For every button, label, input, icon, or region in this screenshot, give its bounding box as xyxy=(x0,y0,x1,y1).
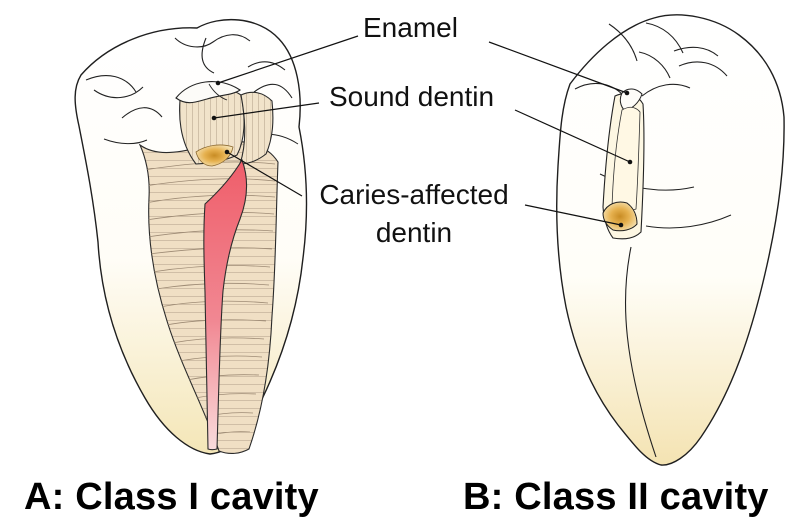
caries-affected-label-line-2: dentin xyxy=(307,218,521,248)
tooth-b xyxy=(557,15,784,465)
sound-dentin-dot-b xyxy=(628,160,633,165)
sound-dentin-dot-a xyxy=(212,116,217,121)
caries-dot-a xyxy=(225,150,230,155)
enamel-dot-a xyxy=(216,81,221,86)
caries-affected-label-line-1: Caries-affected xyxy=(307,180,521,210)
caption-a: A: Class I cavity xyxy=(24,477,319,517)
sound-dentin-label: Sound dentin xyxy=(329,82,494,112)
caries-dot-b xyxy=(619,223,624,228)
tooth-b-outline xyxy=(557,15,784,465)
enamel-dot-b xyxy=(625,91,630,96)
enamel-label: Enamel xyxy=(363,13,458,43)
caption-b: B: Class II cavity xyxy=(463,477,769,517)
